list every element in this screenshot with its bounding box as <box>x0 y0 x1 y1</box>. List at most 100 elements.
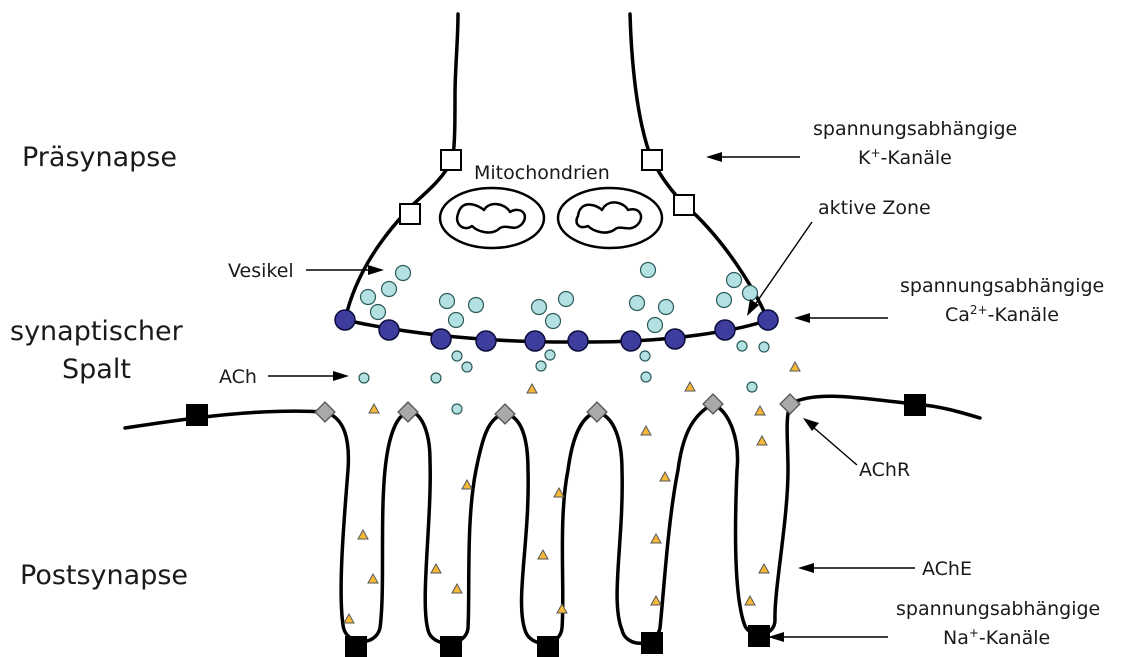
vesicle <box>532 300 547 315</box>
ca-channels-arrow <box>794 313 888 323</box>
vesicle <box>630 296 645 311</box>
ache-enzyme <box>462 480 472 489</box>
ca-channel <box>568 331 588 351</box>
na-channels-label-line2: Na+-Kanäle <box>943 626 1050 649</box>
k-channel <box>400 204 420 224</box>
vesicle <box>559 292 574 307</box>
na-channel <box>345 636 367 657</box>
ache-label: AChE <box>922 558 972 580</box>
ca-channels-label-line1: spannungsabhängige <box>900 275 1104 297</box>
ache-enzyme <box>431 564 441 573</box>
na-channel <box>537 636 559 657</box>
achr-label: AChR <box>859 459 910 481</box>
na-channel <box>641 632 663 654</box>
k-channel <box>674 195 694 215</box>
achr-receptor <box>315 402 335 422</box>
vesicles-arrow <box>306 265 384 275</box>
ach-molecule <box>545 350 555 360</box>
ach-molecule <box>452 404 462 414</box>
vesicle <box>727 273 742 288</box>
vesicle <box>382 282 397 297</box>
k-channels-arrow <box>706 152 800 162</box>
ach-arrow <box>268 371 349 381</box>
ache-group <box>344 362 800 623</box>
vesicle <box>440 294 455 309</box>
vesicle <box>396 266 411 281</box>
achr-receptor <box>587 402 607 422</box>
vesicle <box>371 305 386 320</box>
k-channel <box>441 150 461 170</box>
ache-enzyme <box>527 384 537 393</box>
achr-arrow <box>803 418 857 465</box>
synaptic-cleft-label-line1: synaptischer <box>10 316 184 347</box>
mitochondrion-1 <box>440 188 544 248</box>
na-channel <box>904 394 926 416</box>
ache-enzyme <box>358 530 368 539</box>
synaptic-cleft-label-line2: Spalt <box>62 354 131 385</box>
vesicle <box>469 298 484 313</box>
na-channel <box>440 636 462 657</box>
ca-channel <box>665 329 685 349</box>
na-channels-group <box>186 394 926 657</box>
vesicle <box>546 314 561 329</box>
presynapse-label: Präsynapse <box>22 142 177 173</box>
vesicle <box>648 318 663 333</box>
ach-molecule <box>452 351 462 361</box>
ach-molecule <box>359 373 369 383</box>
ach-molecule <box>641 372 651 382</box>
na-channel <box>748 625 770 647</box>
vesicles-label: Vesikel <box>228 260 294 282</box>
ache-enzyme <box>369 404 379 413</box>
ca-channel <box>621 331 641 351</box>
vesicle <box>743 286 758 301</box>
ach-molecule <box>431 373 441 383</box>
ca-channel <box>431 329 451 349</box>
ache-enzyme <box>368 574 378 583</box>
mitochondrion-2 <box>558 188 662 248</box>
na-channels-arrow <box>768 632 888 642</box>
ca-channel <box>758 310 778 330</box>
ach-molecule <box>747 382 757 392</box>
ache-enzyme <box>452 584 462 593</box>
ache-enzyme <box>651 534 661 543</box>
ache-enzyme <box>557 604 567 613</box>
vesicle <box>361 290 376 305</box>
active-zone-arrow <box>747 222 812 316</box>
k-channels-label-line1: spannungsabhängige <box>813 118 1017 140</box>
ache-enzyme <box>757 436 767 445</box>
vesicle <box>659 300 674 315</box>
ache-enzyme <box>641 426 651 435</box>
ach-molecule <box>536 361 546 371</box>
postsynapse-label: Postsynapse <box>20 560 188 591</box>
ache-enzyme <box>755 406 765 415</box>
ca-channel <box>476 331 496 351</box>
k-channels-label-line2: K+-Kanäle <box>858 146 952 169</box>
ca-channel <box>335 310 355 330</box>
ache-enzyme <box>759 564 769 573</box>
ca-channel <box>525 331 545 351</box>
ache-enzyme <box>344 614 354 623</box>
ach-molecule <box>759 342 769 352</box>
ca-channel <box>715 320 735 340</box>
ache-enzyme <box>745 596 755 605</box>
na-channel <box>186 404 208 426</box>
na-channels-label-line1: spannungsabhängige <box>896 598 1100 620</box>
ach-label: ACh <box>219 366 257 388</box>
vesicle <box>449 313 464 328</box>
vesicle <box>717 293 732 308</box>
ache-arrow <box>798 563 915 573</box>
ache-enzyme <box>685 382 695 391</box>
ache-enzyme <box>790 362 800 371</box>
active-zone-label: aktive Zone <box>818 197 931 219</box>
ach-molecule <box>640 351 650 361</box>
vesicle <box>641 263 656 278</box>
ca-channel <box>379 320 399 340</box>
ache-enzyme <box>651 596 661 605</box>
ach-molecule <box>462 362 472 372</box>
vesicles-group <box>361 263 758 333</box>
ache-enzyme <box>538 550 548 559</box>
achr-receptor <box>495 404 515 424</box>
ach-molecule <box>737 341 747 351</box>
achr-receptor <box>780 394 800 414</box>
